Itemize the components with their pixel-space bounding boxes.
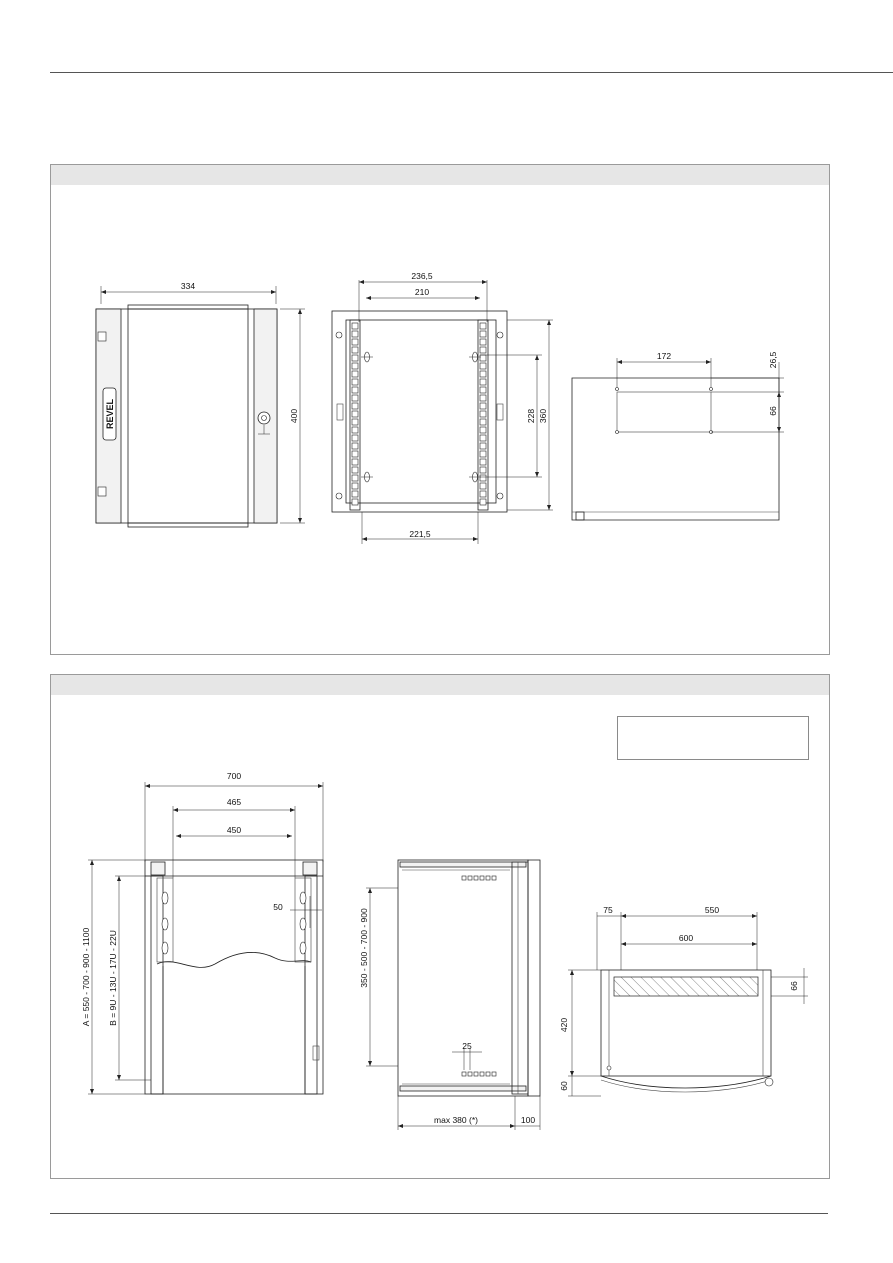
bs-depth: max 380 (*) [434, 1115, 478, 1125]
bottom-side-view: 350 - 500 - 700 - 900 25 max 380 (*) 100 [359, 859, 541, 1130]
side-hole-spacing: 172 [657, 351, 671, 361]
top-panel [50, 164, 830, 655]
bt-hatched-height: 66 [789, 981, 799, 991]
bf-inner-width: 450 [227, 825, 241, 835]
top-panel-header [51, 165, 829, 185]
bf-mid-width: 465 [227, 797, 241, 807]
front-width-label: 334 [181, 281, 195, 291]
bt-base: 60 [559, 1081, 569, 1091]
bt-left-offset: 75 [603, 905, 613, 915]
svg-text:REVEL: REVEL [105, 398, 115, 429]
front-height-label: 400 [289, 409, 299, 423]
note-box [617, 716, 809, 760]
bottom-panel-header [51, 675, 829, 695]
bf-height-b: B = 9U - 13U - 17U - 22U [108, 930, 118, 1026]
keyhole-icons [361, 351, 481, 483]
slot-row-bottom [461, 1071, 497, 1077]
bottom-front-view: 700 465 450 50 [81, 771, 324, 1095]
rear-bottom-width: 221,5 [409, 529, 431, 539]
hatched-area [613, 976, 759, 997]
lock-icon [257, 411, 271, 435]
top-front-view: 334 REVEL 400 [95, 281, 305, 528]
bt-span: 550 [705, 905, 719, 915]
top-side-view: 172 26,5 66 [571, 351, 784, 521]
side-hole-height: 66 [768, 406, 778, 416]
rail-holes-right [479, 322, 487, 506]
rear-outer-width: 236,5 [411, 271, 433, 281]
bt-depth: 420 [559, 1018, 569, 1032]
rear-hole-spacing: 228 [526, 409, 536, 423]
slot-row-top [461, 875, 497, 881]
bottom-rule [50, 1213, 828, 1214]
rear-inner-width: 210 [415, 287, 429, 297]
bt-width: 600 [679, 933, 693, 943]
bs-height: 350 - 500 - 700 - 900 [359, 908, 369, 988]
bf-outer-width: 700 [227, 771, 241, 781]
bottom-top-view: 75 550 600 66 420 60 [559, 905, 808, 1097]
bf-offset: 50 [273, 902, 283, 912]
top-rule [50, 72, 893, 73]
bs-small: 25 [462, 1041, 472, 1051]
revel-logo: REVEL [102, 387, 117, 441]
bs-extra: 100 [521, 1115, 535, 1125]
rear-height: 360 [538, 409, 548, 423]
bf-height-a: A = 550 - 700 - 900 - 1100 [81, 928, 91, 1027]
side-top-offset: 26,5 [768, 351, 778, 368]
top-rear-view: 236,5 210 [331, 271, 553, 544]
rail-holes-left [351, 322, 359, 506]
